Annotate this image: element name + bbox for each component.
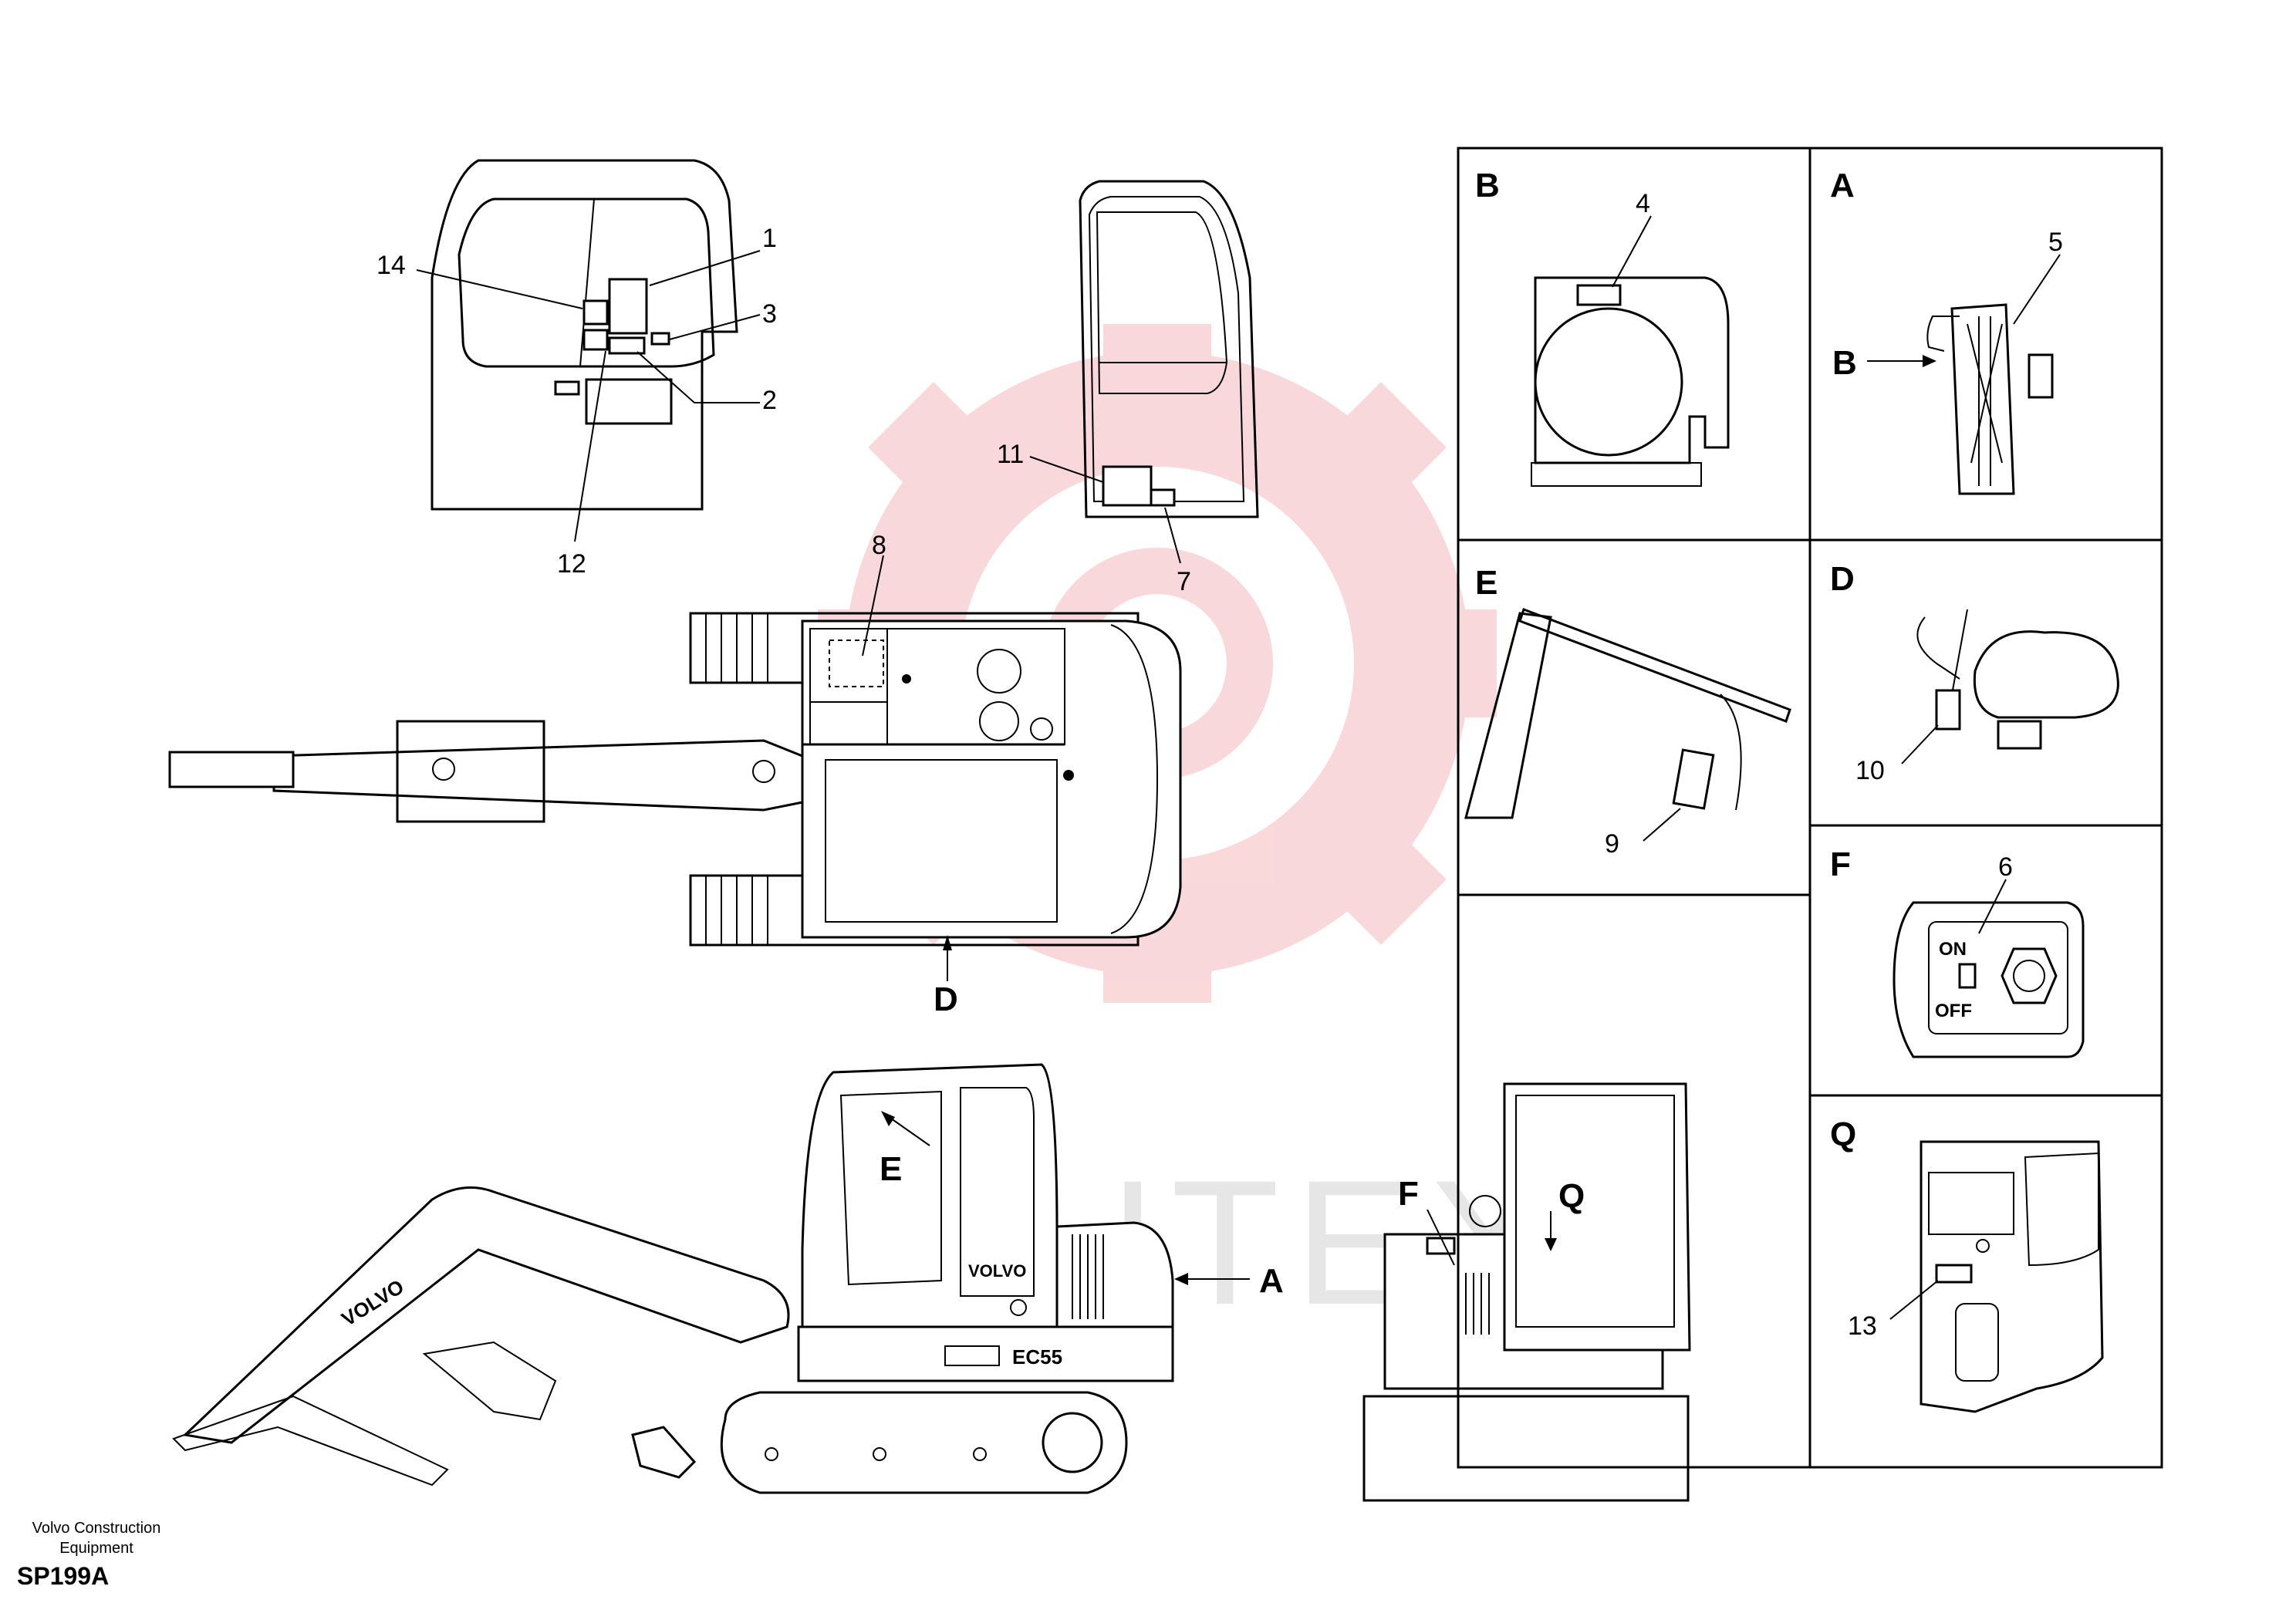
cab-door-view: 11 7 [997,180,1259,596]
panel-F-title: F [1830,845,1851,883]
panel-A-title: A [1830,167,1855,204]
switch-on-label: ON [1939,939,1967,960]
panel-D: D 10 [1830,560,2119,785]
panel-Q-title: Q [1830,1115,1856,1153]
switch-off-label: OFF [1935,1001,1972,1021]
panel-A: A 5 B [1830,167,2063,495]
callout-6: 6 [1998,852,2013,882]
view-arrow-Q: Q [1558,1177,1585,1215]
panel-B: B 4 [1475,167,1730,487]
footer-company: Volvo Construction Equipment [15,1518,177,1558]
panel-D-title: D [1830,560,1855,598]
callout-12: 12 [557,549,586,579]
panel-F: F ON OFF 6 [1830,845,2085,1058]
cab-front-view: 1 3 2 14 12 [376,159,777,579]
panel-E-title: E [1475,564,1497,602]
callout-10: 10 [1855,756,1885,785]
callout-14: 14 [376,251,406,280]
side-view-machine: EC55 VOLVO VOLVO E A [172,1063,1284,1494]
view-arrow-F: F [1398,1175,1419,1213]
top-view-machine: 8 D [168,531,1182,1018]
panel-E: E 9 [1464,564,1791,859]
panel-A-pointer-B: B [1832,344,1857,382]
model-label: EC55 [1012,1345,1062,1369]
callout-8: 8 [872,531,886,560]
callout-13: 13 [1848,1311,1877,1341]
callout-9: 9 [1605,829,1619,859]
callout-1: 1 [762,224,777,253]
callout-4: 4 [1636,189,1650,218]
footer-company-line2: Equipment [59,1540,133,1557]
footer-company-line1: Volvo Construction [32,1520,161,1537]
rear-view-machine: F Q [1362,1082,1691,1502]
callout-3: 3 [762,299,777,329]
callout-5: 5 [2048,228,2063,257]
panel-Q: Q 13 [1830,1115,2104,1413]
callout-11: 11 [997,440,1024,469]
view-label-D: D [934,980,958,1018]
callout-7: 7 [1177,567,1191,596]
footer-code: SP199A [17,1562,110,1590]
cab-brand: VOLVO [968,1261,1026,1281]
detail-panels: B 4 A 5 B E [1457,147,2163,1469]
view-arrow-E: E [880,1150,902,1188]
view-arrow-A: A [1259,1262,1284,1300]
callout-2: 2 [762,386,777,415]
panel-B-title: B [1475,167,1500,204]
